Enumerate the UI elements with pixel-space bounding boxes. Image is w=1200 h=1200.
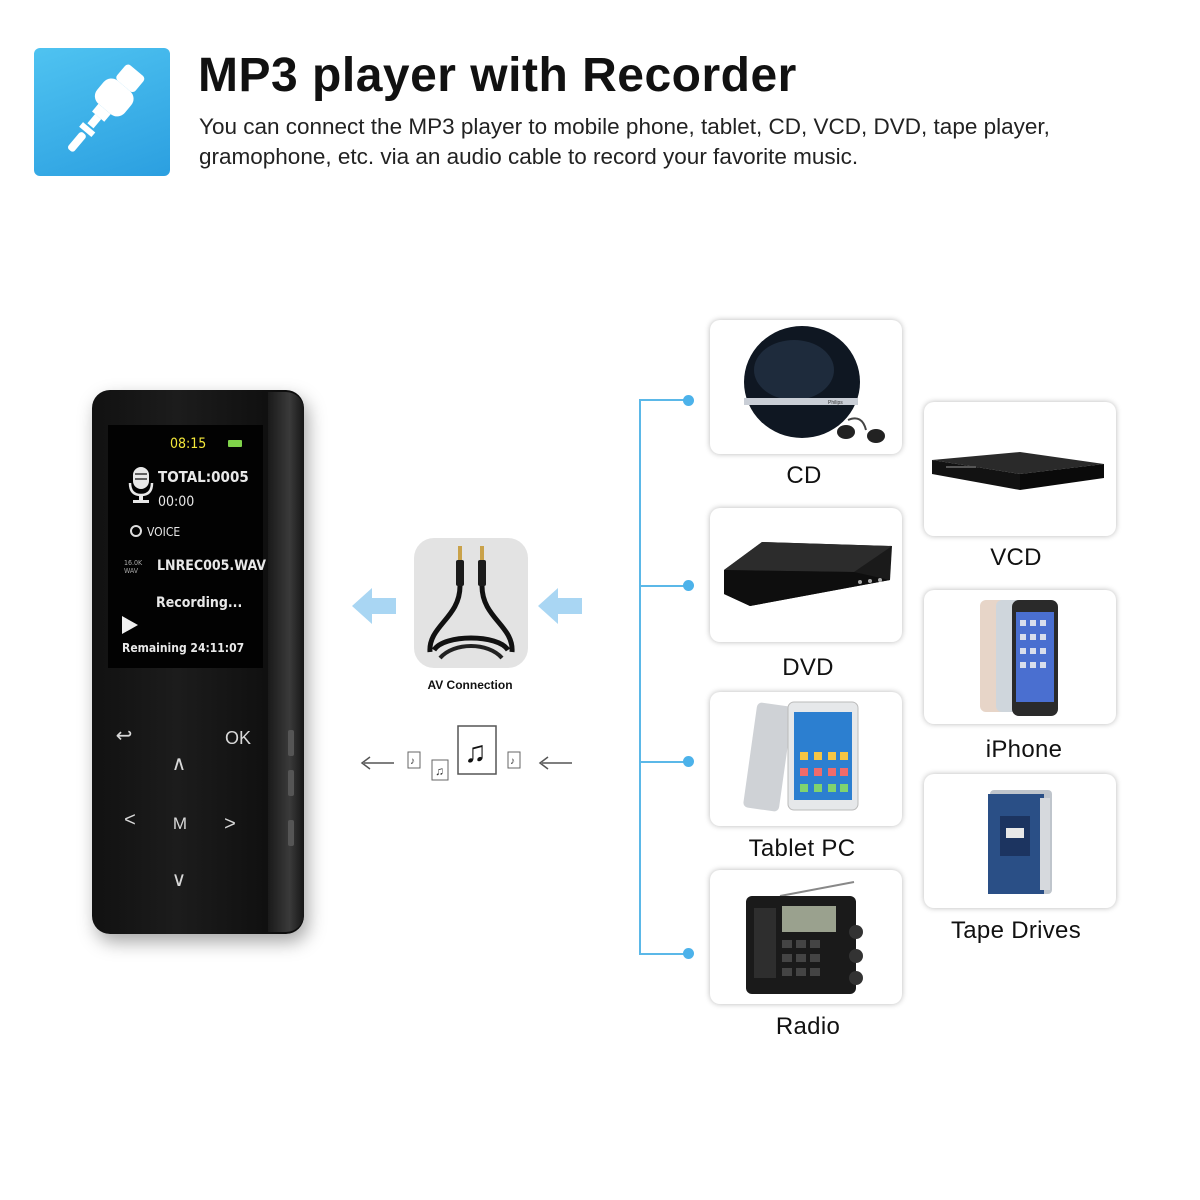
connector-branch — [639, 761, 689, 763]
connector-branch — [639, 399, 689, 401]
audio-cable-icon — [414, 538, 528, 668]
screen-time: 08:15 — [170, 436, 207, 452]
arrow-left-icon — [538, 586, 584, 631]
svg-text:♫: ♫ — [464, 736, 487, 769]
screen-mode: VOICE — [147, 525, 181, 539]
source-label-iphone: iPhone — [985, 736, 1063, 763]
screen-filename: LNREC005.WAV — [157, 558, 267, 574]
menu-key[interactable]: M — [172, 814, 188, 833]
screen-status: Recording... — [156, 595, 243, 611]
right-key[interactable]: > — [224, 813, 236, 835]
left-key[interactable]: < — [124, 809, 136, 831]
connector-branch — [639, 953, 689, 955]
arrow-left-icon — [352, 586, 398, 631]
battery-icon — [228, 440, 242, 447]
music-transfer-icon: ♪ ♫ ♫ ♪ — [358, 720, 578, 791]
side-button[interactable] — [288, 730, 294, 756]
ok-key[interactable]: OK — [224, 728, 251, 748]
connector-branch — [639, 585, 689, 587]
svg-text:♪: ♪ — [410, 756, 415, 767]
source-card-tablet — [710, 692, 902, 826]
av-connection-label: AV Connection — [427, 678, 513, 692]
voice-mode-icon — [130, 525, 142, 537]
source-label-radio: Radio — [775, 1013, 841, 1040]
microphone-icon — [128, 465, 154, 510]
source-card-radio — [710, 870, 902, 1004]
source-card-dvd — [710, 508, 902, 642]
source-label-cd: CD — [786, 462, 822, 489]
source-card-tape — [924, 774, 1116, 908]
tablet-icon — [743, 701, 859, 812]
up-key[interactable]: ∧ — [171, 753, 187, 775]
source-card-vcd — [924, 402, 1116, 536]
radio-icon — [746, 881, 863, 994]
connector-dot — [683, 756, 694, 767]
svg-text:♪: ♪ — [510, 756, 515, 767]
connector-dot — [683, 948, 694, 959]
screen-elapsed: 00:00 — [158, 494, 195, 510]
page-title: MP3 player with Recorder — [198, 49, 797, 102]
connector-line — [639, 399, 641, 954]
side-button[interactable] — [288, 770, 294, 796]
play-icon — [122, 616, 138, 634]
back-key[interactable]: ↩ — [115, 725, 133, 747]
cassette-player-icon — [988, 790, 1052, 894]
source-card-iphone — [924, 590, 1116, 724]
source-label-tape: Tape Drives — [950, 917, 1081, 944]
dvd-player-icon — [724, 542, 892, 606]
screen-remaining: Remaining 24:11:07 — [122, 641, 245, 655]
vcd-player-icon — [932, 452, 1104, 490]
audio-jack-icon — [34, 48, 170, 176]
connector-dot — [683, 395, 694, 406]
side-button[interactable] — [288, 820, 294, 846]
screen-rate: 16.0K WAV — [124, 559, 143, 575]
source-label-tablet: Tablet PC — [748, 835, 856, 862]
svg-text:Philips: Philips — [828, 400, 843, 406]
page-subtitle: You can connect the MP3 player to mobile… — [199, 114, 1050, 169]
screen-total: TOTAL:0005 — [158, 468, 249, 486]
iphone-icon — [980, 600, 1058, 716]
svg-text:♫: ♫ — [435, 764, 444, 778]
connector-dot — [683, 580, 694, 591]
source-label-vcd: VCD — [990, 544, 1042, 571]
mp3-player-edge — [268, 392, 304, 932]
source-card-cd: Philips — [710, 320, 902, 454]
down-key[interactable]: ∨ — [171, 869, 187, 891]
source-label-dvd: DVD — [782, 654, 834, 681]
portable-cd-player-icon: Philips — [744, 326, 885, 443]
